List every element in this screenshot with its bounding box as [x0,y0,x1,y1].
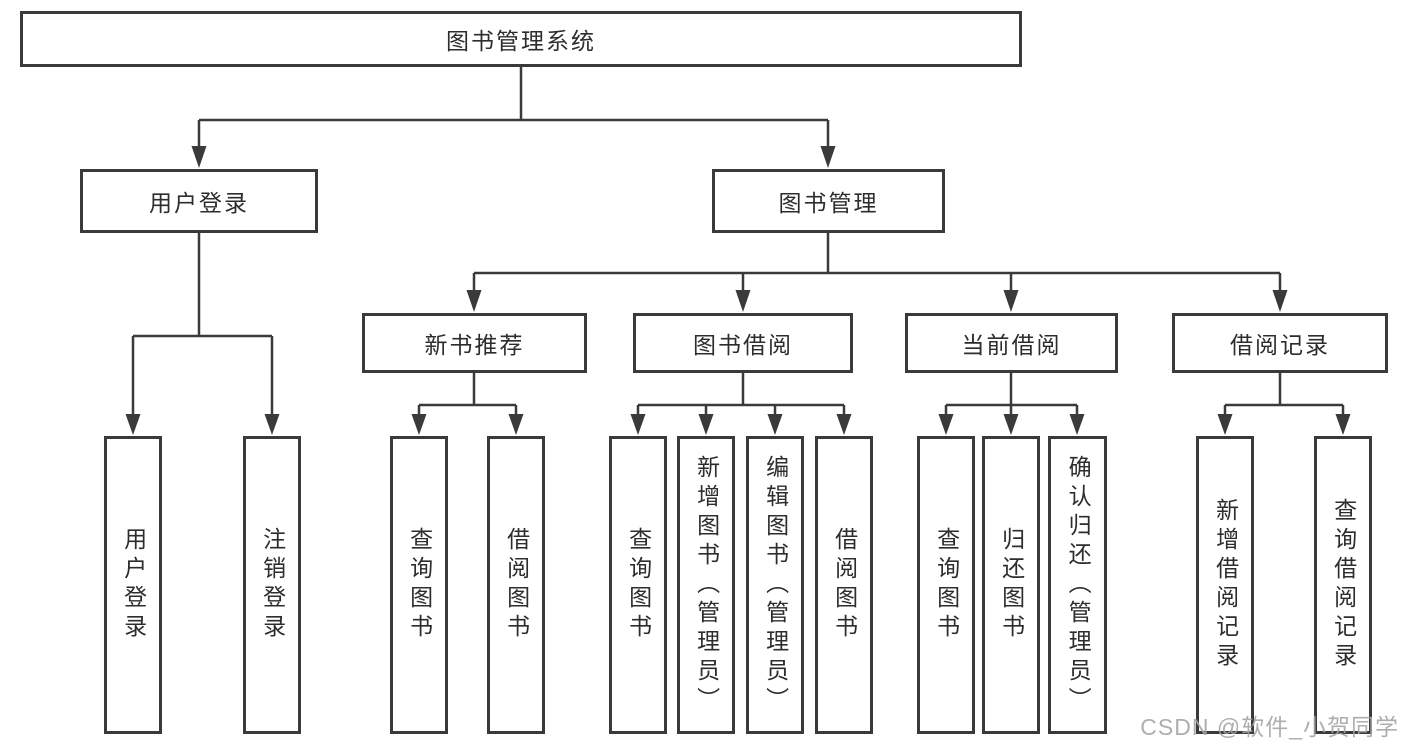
arrowhead [1272,290,1288,312]
arrowhead [1217,414,1233,435]
csdn-watermark: CSDN @软件_小贺同学 [1140,714,1399,740]
arrowhead [1003,414,1019,435]
node-user-login: 用户登录 [80,169,318,233]
arrowhead [630,414,646,435]
arrowheads [125,146,1351,435]
leaf-query-books-borrowing: 查询图书 [609,436,667,734]
leaf-logout: 注销登录 [243,436,301,734]
node-book-management: 图书管理 [712,169,945,233]
arrowhead [767,414,783,435]
leaf-add-books-admin: 新增图书（管理员） [677,436,735,734]
arrowhead [820,146,836,168]
leaf-query-borrow-record: 查询借阅记录 [1314,436,1372,734]
arrowhead [411,414,427,435]
arrowhead [125,414,141,435]
leaf-return-books: 归还图书 [982,436,1040,734]
node-current-borrowing: 当前借阅 [905,313,1118,373]
leaf-query-books-recommend: 查询图书 [390,436,448,734]
arrowhead [735,290,751,312]
node-borrowing-records: 借阅记录 [1172,313,1388,373]
leaf-user-login: 用户登录 [104,436,162,734]
node-library-management-system: 图书管理系统 [20,11,1022,67]
node-book-borrowing: 图书借阅 [633,313,853,373]
arrowhead [191,146,207,168]
arrowhead [1335,414,1351,435]
leaf-query-books-current: 查询图书 [917,436,975,734]
arrowhead [508,414,524,435]
arrowhead [1003,290,1019,312]
leaf-borrow-books-recommend: 借阅图书 [487,436,545,734]
node-new-book-recommendation: 新书推荐 [362,313,587,373]
arrowhead [466,290,482,312]
leaf-add-borrow-record: 新增借阅记录 [1196,436,1254,734]
arrowhead [698,414,714,435]
leaf-edit-books-admin: 编辑图书（管理员） [746,436,804,734]
arrowhead [938,414,954,435]
arrowhead [1069,414,1085,435]
leaf-borrow-books: 借阅图书 [815,436,873,734]
arrowhead [264,414,280,435]
leaf-confirm-return-admin: 确认归还（管理员） [1048,436,1107,734]
arrowhead [836,414,852,435]
